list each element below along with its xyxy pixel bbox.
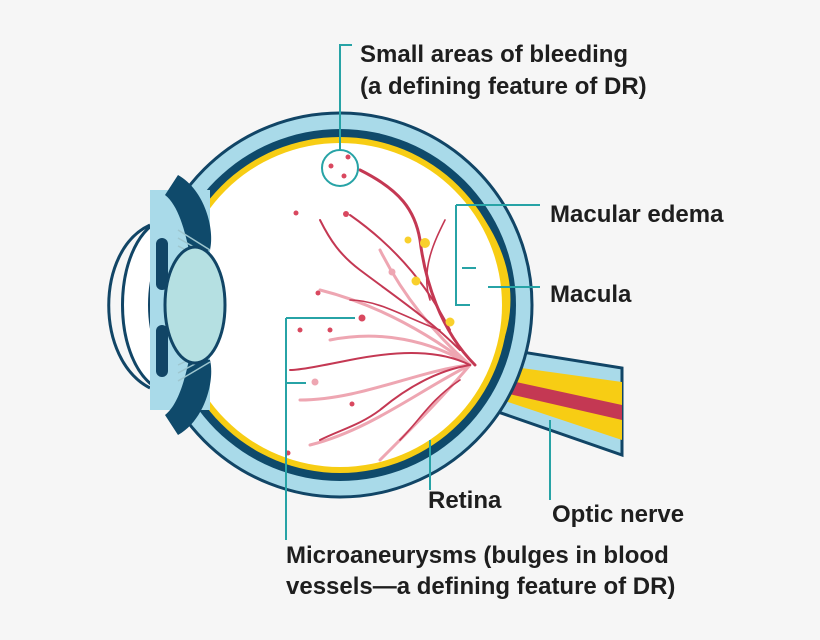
- lens: [163, 245, 227, 365]
- vitreous: [178, 143, 502, 467]
- label-retina: Retina: [428, 487, 502, 514]
- label-microaneurysms-line1: Microaneurysms (bulges in blood: [286, 542, 669, 569]
- label-microaneurysms-line2: vessels—a defining feature of DR): [286, 573, 675, 600]
- exudates: [404, 236, 455, 327]
- blood-vessels: [289, 168, 477, 462]
- label-optic-nerve: Optic nerve: [552, 501, 684, 528]
- leader-lines: [285, 44, 551, 540]
- label-macular-edema: Macular edema: [550, 201, 724, 228]
- label-macula: Macula: [550, 281, 632, 308]
- microaneurysm-dots: [285, 210, 396, 456]
- label-bleeding-line1: Small areas of bleeding: [360, 41, 628, 68]
- label-bleeding-line2: (a defining feature of DR): [360, 73, 647, 100]
